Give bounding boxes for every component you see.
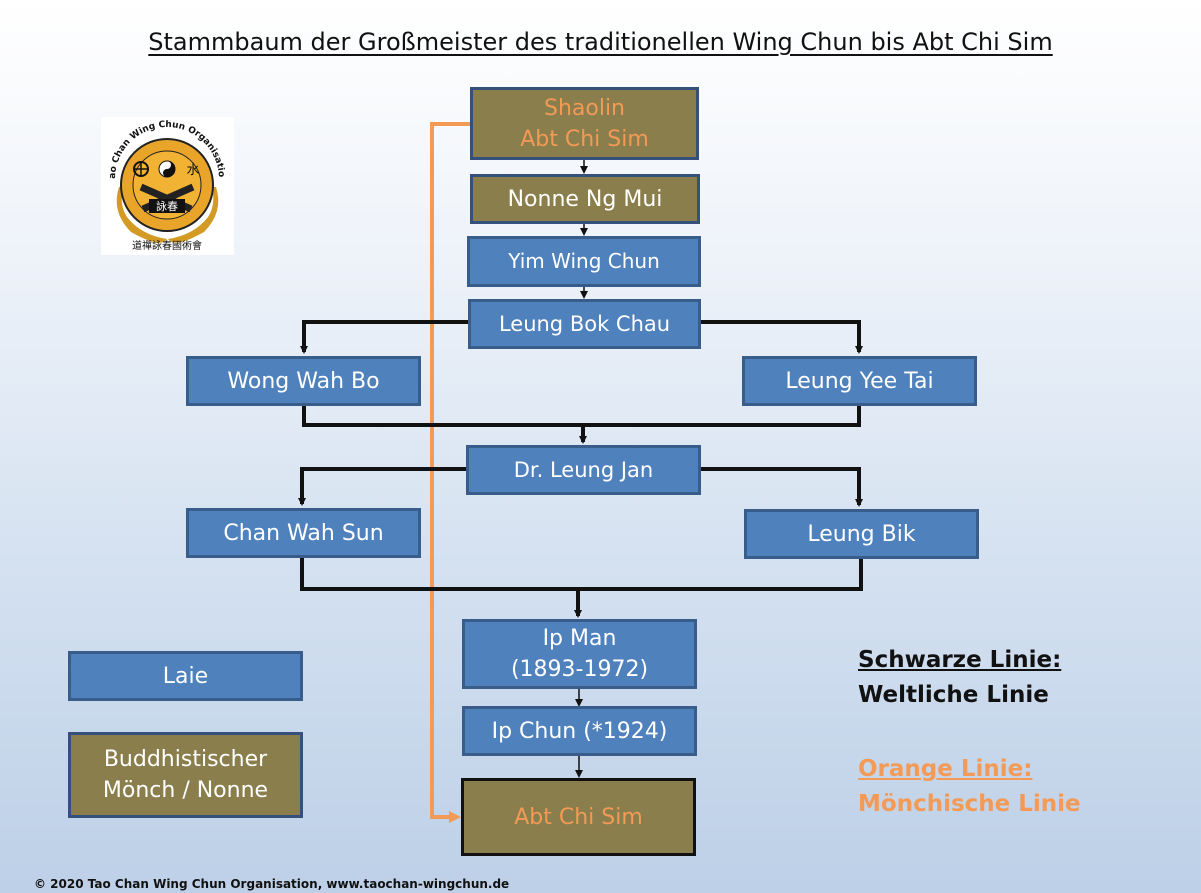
key-laie-label: Laie [162, 663, 209, 689]
node-leung-bik-label: Leung Bik [807, 521, 916, 547]
branch-leungjan-leungbik [700, 467, 863, 507]
node-leung-yee-tai-label: Leung Yee Tai [785, 368, 934, 394]
node-yim-wing-chun: Yim Wing Chun [467, 236, 701, 287]
node-ip-man: Ip Man (1893-1972) [462, 619, 697, 689]
key-monk-line2: Mönch / Nonne [102, 778, 269, 803]
legend-black-title: Schwarze Linie: [858, 647, 1062, 673]
key-monk-line1: Buddhistischer [103, 747, 268, 772]
node-wong-wah-bo-label: Wong Wah Bo [227, 368, 380, 394]
node-shaolin: Shaolin Abt Chi Sim [470, 87, 699, 160]
key-monk: Buddhistischer Mönch / Nonne [68, 732, 303, 818]
node-ip-man-line1: Ip Man [542, 626, 617, 651]
key-laie: Laie [68, 651, 303, 701]
node-ip-chun-label: Ip Chun (*1924) [491, 718, 668, 744]
node-shaolin-line2: Abt Chi Sim [520, 126, 649, 152]
node-chan-wah-sun: Chan Wah Sun [186, 508, 421, 558]
node-ng-mui: Nonne Ng Mui [470, 174, 700, 224]
node-shaolin-line1: Shaolin [543, 95, 626, 121]
svg-text:道禪詠春國術會: 道禪詠春國術會 [132, 239, 202, 252]
node-yim-wing-chun-label: Yim Wing Chun [508, 249, 660, 273]
legend-orange-title: Orange Linie: [858, 756, 1033, 782]
node-leung-yee-tai: Leung Yee Tai [742, 356, 977, 406]
merge-to-ipman [300, 557, 863, 591]
node-leung-bok-chau: Leung Bok Chau [468, 299, 701, 349]
node-wong-wah-bo: Wong Wah Bo [186, 356, 421, 406]
node-abt-chi-sim: Abt Chi Sim [461, 778, 696, 856]
branch-leungjan-chanwahsun [298, 467, 467, 506]
node-leung-jan: Dr. Leung Jan [466, 445, 701, 495]
page-title: Stammbaum der Großmeister des traditione… [148, 28, 1053, 56]
node-leung-bok-chau-label: Leung Bok Chau [498, 311, 671, 336]
legend-black-desc: Weltliche Linie [858, 682, 1049, 708]
merge-to-leungjan [302, 406, 861, 427]
branch-bokchau-yeetai [700, 320, 863, 354]
node-leung-bik: Leung Bik [744, 509, 979, 559]
legend-orange-desc: Mönchische Linie [858, 791, 1081, 817]
node-ip-chun: Ip Chun (*1924) [462, 706, 697, 756]
svg-text:詠春: 詠春 [156, 199, 178, 213]
node-ip-man-line2: (1893-1972) [510, 657, 649, 682]
node-chan-wah-sun-label: Chan Wah Sun [223, 520, 384, 546]
svg-text:水: 水 [186, 163, 199, 178]
organisation-logo: Tao Chan Wing Chun Organisation 水 詠春 道禪詠… [98, 110, 234, 255]
copyright-footer: © 2020 Tao Chan Wing Chun Organisation, … [34, 877, 510, 891]
node-leung-jan-label: Dr. Leung Jan [513, 457, 654, 482]
node-ng-mui-label: Nonne Ng Mui [507, 186, 663, 212]
node-abt-chi-sim-label: Abt Chi Sim [514, 804, 643, 830]
branch-bokchau-wongwahbo [300, 320, 468, 354]
